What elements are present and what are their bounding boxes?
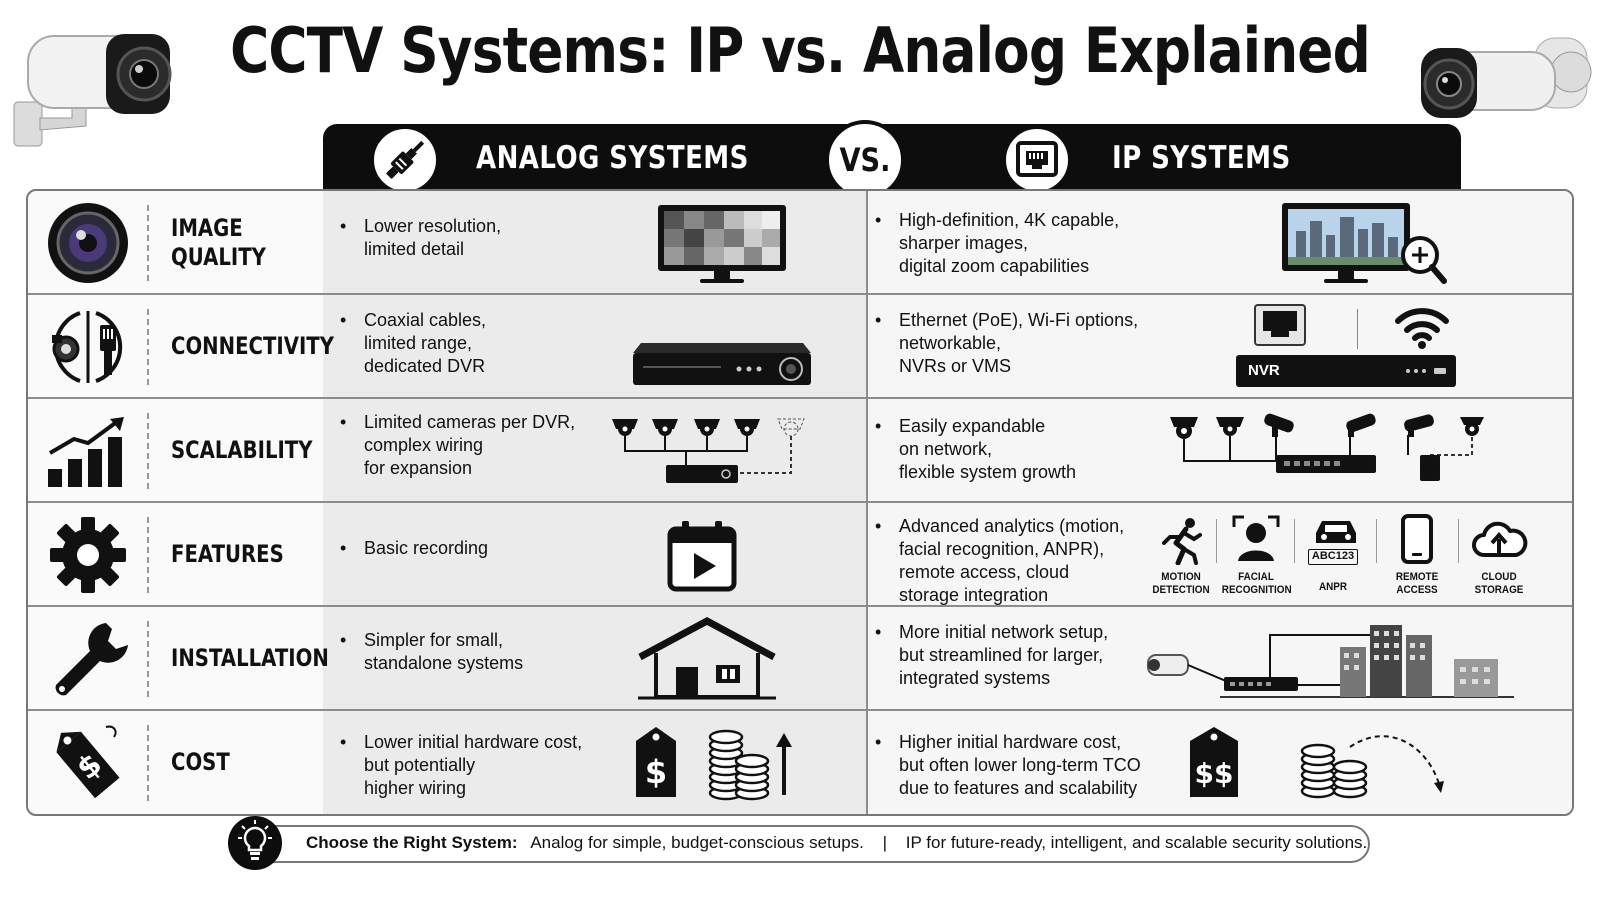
car-icon (1316, 521, 1356, 543)
bullet-camera-icon (1421, 37, 1592, 118)
row-cost: $ COST Lower initial hardware cost, but … (28, 711, 1572, 814)
nvr-device: NVR (1236, 355, 1456, 387)
cloud-upload-icon (1472, 521, 1528, 557)
vs-label: VS. (839, 141, 891, 179)
dvr-recorder-icon (633, 343, 811, 385)
ethernet-port-icon (1002, 125, 1072, 195)
smartphone-icon (1401, 514, 1433, 564)
gear-icon (50, 517, 126, 593)
column-divider (866, 399, 868, 501)
column-divider (866, 503, 868, 605)
column-divider (866, 711, 868, 814)
feature-label-motion: MOTION DETECTION (1152, 571, 1210, 596)
icon-divider (147, 413, 149, 489)
wrench-icon (55, 623, 128, 696)
divider (1216, 519, 1217, 563)
nvr-label: NVR (1248, 362, 1280, 379)
calendar-play-icon (667, 521, 737, 592)
category-label: IMAGE QUALITY (171, 214, 266, 271)
lightbulb-icon (228, 816, 282, 870)
analog-expansion-diagram (612, 418, 805, 483)
row-features: FEATURES Basic recording Advanced analyt… (28, 503, 1572, 607)
column-divider (866, 607, 868, 709)
footer-ip-text: IP for future-ready, intelligent, and sc… (905, 833, 1368, 852)
coax-cable-icon (370, 125, 440, 195)
price-tag-dollar-icon: $ (636, 727, 676, 797)
divider (1458, 519, 1459, 563)
icon-divider (147, 517, 149, 593)
analog-description: Simpler for small, standalone systems (340, 629, 523, 675)
ip-network-diagram (1170, 413, 1484, 481)
category-label: FEATURES (171, 540, 284, 568)
row-installation: INSTALLATION Simpler for small, standalo… (28, 607, 1572, 711)
analog-description: Coaxial cables, limited range, dedicated… (340, 309, 486, 378)
analog-description: Lower initial hardware cost, but potenti… (340, 731, 582, 800)
ip-description: Advanced analytics (motion, facial recog… (875, 515, 1124, 607)
category-label: INSTALLATION (171, 644, 329, 672)
wifi-icon (1395, 308, 1449, 349)
row-image-quality: IMAGE QUALITY Lower resolution, limited … (28, 191, 1572, 295)
ip-systems-label: IP SYSTEMS (1112, 140, 1291, 176)
feature-label-remote: REMOTE ACCESS (1395, 571, 1439, 596)
ip-description: Ethernet (PoE), Wi-Fi options, networkab… (875, 309, 1138, 378)
price-tag-icon: $ (56, 725, 120, 799)
installation-network-diagram (1147, 625, 1514, 698)
coin-stack-down-icon (1300, 735, 1444, 799)
feature-label-anpr: ANPR (1318, 581, 1348, 593)
divider (1376, 519, 1377, 563)
pixelated-monitor-icon (658, 205, 786, 283)
icon-divider (147, 621, 149, 697)
house-icon (638, 617, 776, 700)
price-tag-double-dollar-icon: $$ (1190, 727, 1238, 797)
footer-separator: | (882, 833, 888, 852)
analog-description: Limited cameras per DVR, complex wiring … (340, 411, 575, 480)
icon-divider (147, 309, 149, 385)
coin-stack-up-icon (708, 729, 792, 801)
ip-description: Easily expandable on network, flexible s… (875, 415, 1076, 484)
svg-text:$$: $$ (1195, 757, 1234, 790)
comparison-table: IMAGE QUALITY Lower resolution, limited … (26, 189, 1574, 816)
bullet-camera-icon (13, 34, 172, 147)
divider (1294, 519, 1295, 563)
svg-text:$: $ (645, 753, 667, 791)
footer-lead: Choose the Right System: (306, 833, 518, 852)
analog-description: Basic recording (340, 537, 488, 560)
hd-monitor-zoom-icon (1282, 203, 1447, 284)
vs-badge: VS. (825, 120, 905, 200)
feature-label-cloud: CLOUD STORAGE (1474, 571, 1524, 596)
camera-lens-icon (48, 203, 128, 283)
category-label: CONNECTIVITY (171, 332, 334, 360)
cable-connectors-icon (52, 311, 123, 383)
ip-description: High-definition, 4K capable, sharper ima… (875, 209, 1119, 278)
footer-text: Choose the Right System: Analog for simp… (306, 833, 1367, 853)
footer-banner (235, 825, 1370, 863)
divider (1357, 309, 1358, 349)
row-connectivity: CONNECTIVITY Coaxial cables, limited ran… (28, 295, 1572, 399)
page-title: CCTV Systems: IP vs. Analog Explained (230, 14, 1371, 87)
analog-systems-label: ANALOG SYSTEMS (476, 140, 749, 176)
footer-analog-text: Analog for simple, budget-conscious setu… (530, 833, 864, 852)
face-scan-icon (1232, 515, 1280, 561)
icon-divider (147, 205, 149, 281)
license-plate: ABC123 (1308, 549, 1358, 565)
analog-description: Lower resolution, limited detail (340, 215, 501, 261)
row-scalability: SCALABILITY Limited cameras per DVR, com… (28, 399, 1572, 503)
column-divider (866, 295, 868, 397)
category-label: SCALABILITY (171, 436, 313, 464)
running-person-icon (1162, 518, 1202, 565)
feature-label-facial: FACIAL RECOGNITION (1221, 571, 1292, 596)
ethernet-port-icon (1254, 304, 1306, 346)
category-label: COST (171, 748, 230, 776)
ip-description: More initial network setup, but streamli… (875, 621, 1108, 690)
icon-divider (147, 725, 149, 801)
ip-description: Higher initial hardware cost, but often … (875, 731, 1141, 800)
column-divider (866, 191, 868, 293)
growth-chart-icon (48, 417, 124, 487)
